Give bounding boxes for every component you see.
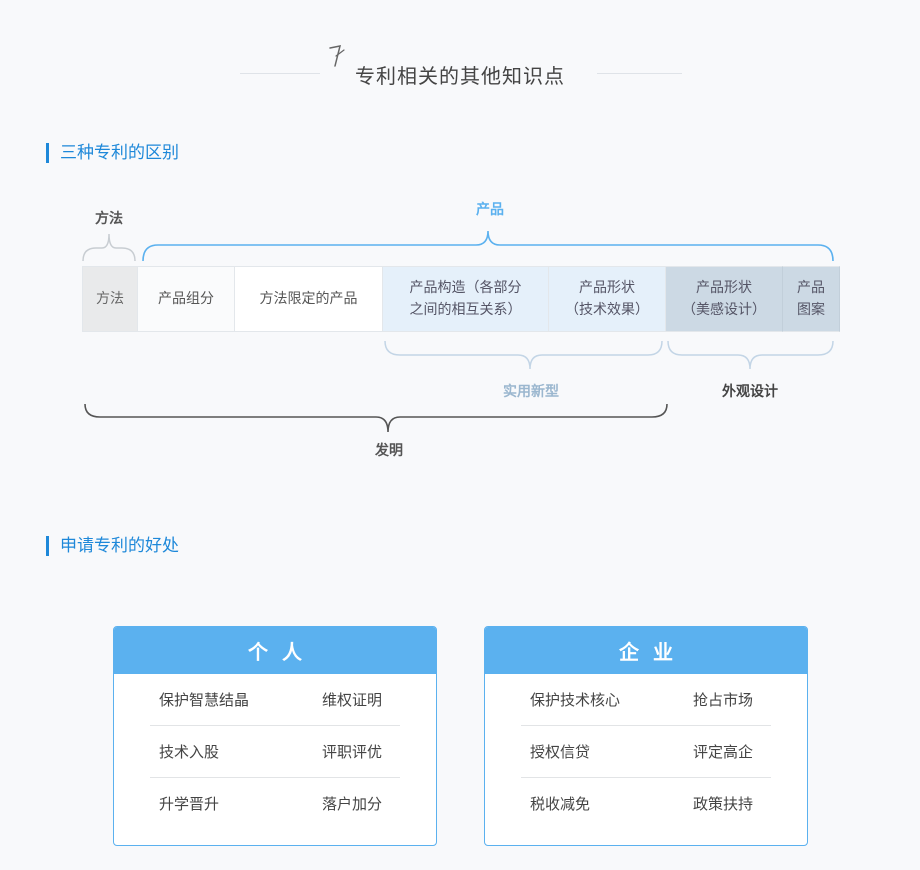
header-pen-icon	[329, 45, 345, 67]
cell-product-shape-aesthetic: 产品形状（美感设计）	[666, 266, 783, 332]
list-item: 技术入股 评职评优	[150, 726, 400, 778]
header-line-right	[597, 73, 682, 74]
brace-utility-bottom	[384, 340, 663, 370]
cell-product-shape-technical: 产品形状（技术效果）	[549, 266, 666, 332]
brace-method-top	[82, 233, 136, 262]
cell-product-composition: 产品组分	[138, 266, 235, 332]
section-title-differences: 三种专利的区别	[46, 143, 179, 163]
header-line-left	[240, 73, 320, 74]
cell-product-structure: 产品构造（各部分之间的相互关系）	[383, 266, 549, 332]
card-enterprise-title: 企业	[485, 627, 807, 674]
list-item: 授权信贷 评定高企	[521, 726, 771, 778]
list-item: 保护智慧结晶 维权证明	[150, 674, 400, 726]
list-item: 升学晋升 落户加分	[159, 795, 382, 813]
label-product-top: 产品	[476, 202, 504, 218]
label-design: 外观设计	[722, 384, 778, 400]
page-title: 专利相关的其他知识点	[355, 64, 565, 88]
card-individual: 个人 保护智慧结晶 维权证明 技术入股 评职评优 升学晋升 落户加分	[113, 626, 437, 846]
label-invention: 发明	[375, 443, 403, 459]
patent-category-row: 方法 产品组分 方法限定的产品 产品构造（各部分之间的相互关系） 产品形状（技术…	[82, 266, 840, 332]
cell-method-defined-product: 方法限定的产品	[235, 266, 383, 332]
section-title-benefits: 申请专利的好处	[46, 536, 179, 556]
brace-product-top	[142, 230, 834, 262]
cell-product-pattern: 产品图案	[783, 266, 840, 332]
card-enterprise: 企业 保护技术核心 抢占市场 授权信贷 评定高企 税收减免 政策扶持	[484, 626, 808, 846]
cell-method: 方法	[82, 266, 138, 332]
brace-design-bottom	[667, 340, 834, 370]
list-item: 保护技术核心 抢占市场	[521, 674, 771, 726]
label-method-top: 方法	[95, 211, 123, 227]
label-utility-model: 实用新型	[503, 384, 559, 400]
list-item: 税收减免 政策扶持	[530, 795, 753, 813]
card-individual-title: 个人	[114, 627, 436, 674]
diagram-braces	[82, 230, 834, 433]
brace-invention-bottom	[84, 403, 668, 433]
